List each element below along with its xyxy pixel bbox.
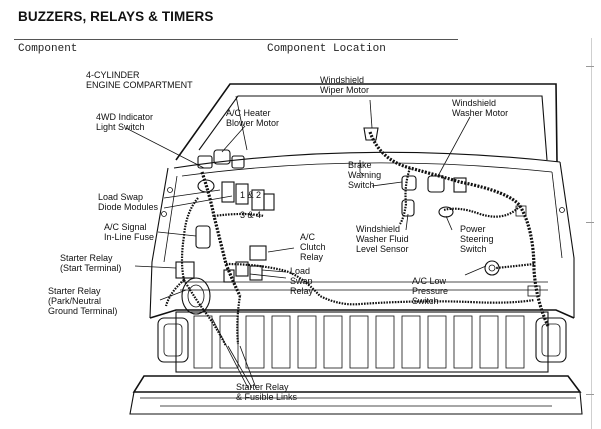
grille-slot bbox=[479, 315, 499, 369]
callout-line: Starter Relay bbox=[60, 253, 113, 263]
page-edge-tick bbox=[586, 66, 594, 67]
module-numbers-label: 1 & 2 3 & 4 bbox=[240, 190, 261, 220]
callout-line: (Park/Neutral bbox=[48, 296, 101, 306]
callout-line: Wiper Motor bbox=[320, 85, 369, 95]
diagram-labels: 4-CYLINDER ENGINE COMPARTMENT Windshield… bbox=[48, 70, 508, 402]
callout-line: A/C Signal bbox=[104, 222, 147, 232]
callout-line: A/C bbox=[300, 232, 316, 242]
callout-line: & Fusible Links bbox=[236, 392, 298, 402]
callout-line: Pressure bbox=[412, 286, 448, 296]
column-header-location: Component Location bbox=[267, 43, 386, 55]
callout-line: 1 & 2 bbox=[240, 190, 261, 200]
callout-line: Relay bbox=[300, 252, 324, 262]
callout-line: A/C Heater bbox=[226, 108, 271, 118]
leader-lines bbox=[125, 99, 487, 389]
callout-line: Relay bbox=[290, 286, 314, 296]
vehicle-outline bbox=[129, 83, 583, 415]
grille-slot bbox=[505, 315, 525, 369]
fusible-links-label: Starter Relay& Fusible Links bbox=[236, 382, 298, 402]
diode-module-shape bbox=[221, 181, 235, 203]
callout-line: 4WD Indicator bbox=[96, 112, 153, 122]
callout-line: Brake bbox=[348, 160, 372, 170]
grille-slot bbox=[427, 315, 447, 369]
starter-relay-body-shape bbox=[181, 277, 211, 315]
callout-line: Load Swap bbox=[98, 192, 143, 202]
callout-line: 3 & 4 bbox=[240, 210, 261, 220]
power-steering-switch-shape bbox=[438, 206, 454, 218]
page-edge-tick bbox=[586, 222, 594, 223]
wiper-motor-shape bbox=[363, 127, 379, 141]
washer-motor-shape bbox=[427, 175, 445, 193]
callout-line: Load bbox=[290, 266, 310, 276]
callout-line: Starter Relay bbox=[236, 382, 289, 392]
load-swap-relay-shape bbox=[235, 261, 249, 277]
callout-line: In-Line Fuse bbox=[104, 232, 154, 242]
inline-fuse-shape bbox=[195, 225, 211, 249]
callout-line: Washer Motor bbox=[452, 108, 508, 118]
callout-line: Switch bbox=[348, 180, 375, 190]
callout-line: Power bbox=[460, 224, 486, 234]
callout-line: Warning bbox=[348, 170, 381, 180]
callout-line: Windshield bbox=[320, 75, 364, 85]
grille-slot bbox=[297, 315, 317, 369]
low-pressure-switch-shape bbox=[484, 260, 500, 276]
brake-switch-shape bbox=[401, 175, 417, 191]
grille-slot bbox=[349, 315, 369, 369]
grille-slot bbox=[375, 315, 395, 369]
grille-slots bbox=[193, 315, 525, 369]
callout-line: Blower Motor bbox=[226, 118, 279, 128]
page-edge-rule bbox=[591, 38, 592, 429]
header-rule bbox=[14, 39, 458, 40]
grille-slot bbox=[401, 315, 421, 369]
clutch-relay-shape bbox=[249, 245, 267, 261]
grille-slot bbox=[245, 315, 265, 369]
callout-line: A/C Low bbox=[412, 276, 447, 286]
callout-line: Level Sensor bbox=[356, 244, 409, 254]
callout-line: Swap bbox=[290, 276, 313, 286]
section-title: BUZZERS, RELAYS & TIMERS bbox=[18, 9, 214, 24]
starter-start-terminal-label: Starter Relay(Start Terminal) bbox=[60, 253, 121, 273]
callout-line: Switch bbox=[412, 296, 439, 306]
callout-line: Steering bbox=[460, 234, 494, 244]
page-edge-tick bbox=[586, 394, 594, 395]
callout-line: Washer Fluid bbox=[356, 234, 409, 244]
grille-slot bbox=[323, 315, 343, 369]
callout-line: Light Switch bbox=[96, 122, 145, 132]
callout-line: (Start Terminal) bbox=[60, 263, 121, 273]
blower-motor-shape bbox=[197, 155, 213, 169]
callout-line: Starter Relay bbox=[48, 286, 101, 296]
callout-line: Switch bbox=[460, 244, 487, 254]
column-header-component: Component bbox=[18, 43, 78, 55]
diagram-heading: 4-CYLINDER ENGINE COMPARTMENT bbox=[86, 70, 193, 90]
starter-relay-shape bbox=[175, 261, 195, 279]
callout-line: Windshield bbox=[452, 98, 496, 108]
grille-slot bbox=[193, 315, 213, 369]
wiring-harness bbox=[164, 131, 550, 347]
grille-slot bbox=[271, 315, 291, 369]
callout-line: Ground Terminal) bbox=[48, 306, 117, 316]
grille-slot bbox=[453, 315, 473, 369]
callout-line: Diode Modules bbox=[98, 202, 159, 212]
callout-line: Clutch bbox=[300, 242, 326, 252]
grille-slot bbox=[219, 315, 239, 369]
callout-line: Windshield bbox=[356, 224, 400, 234]
